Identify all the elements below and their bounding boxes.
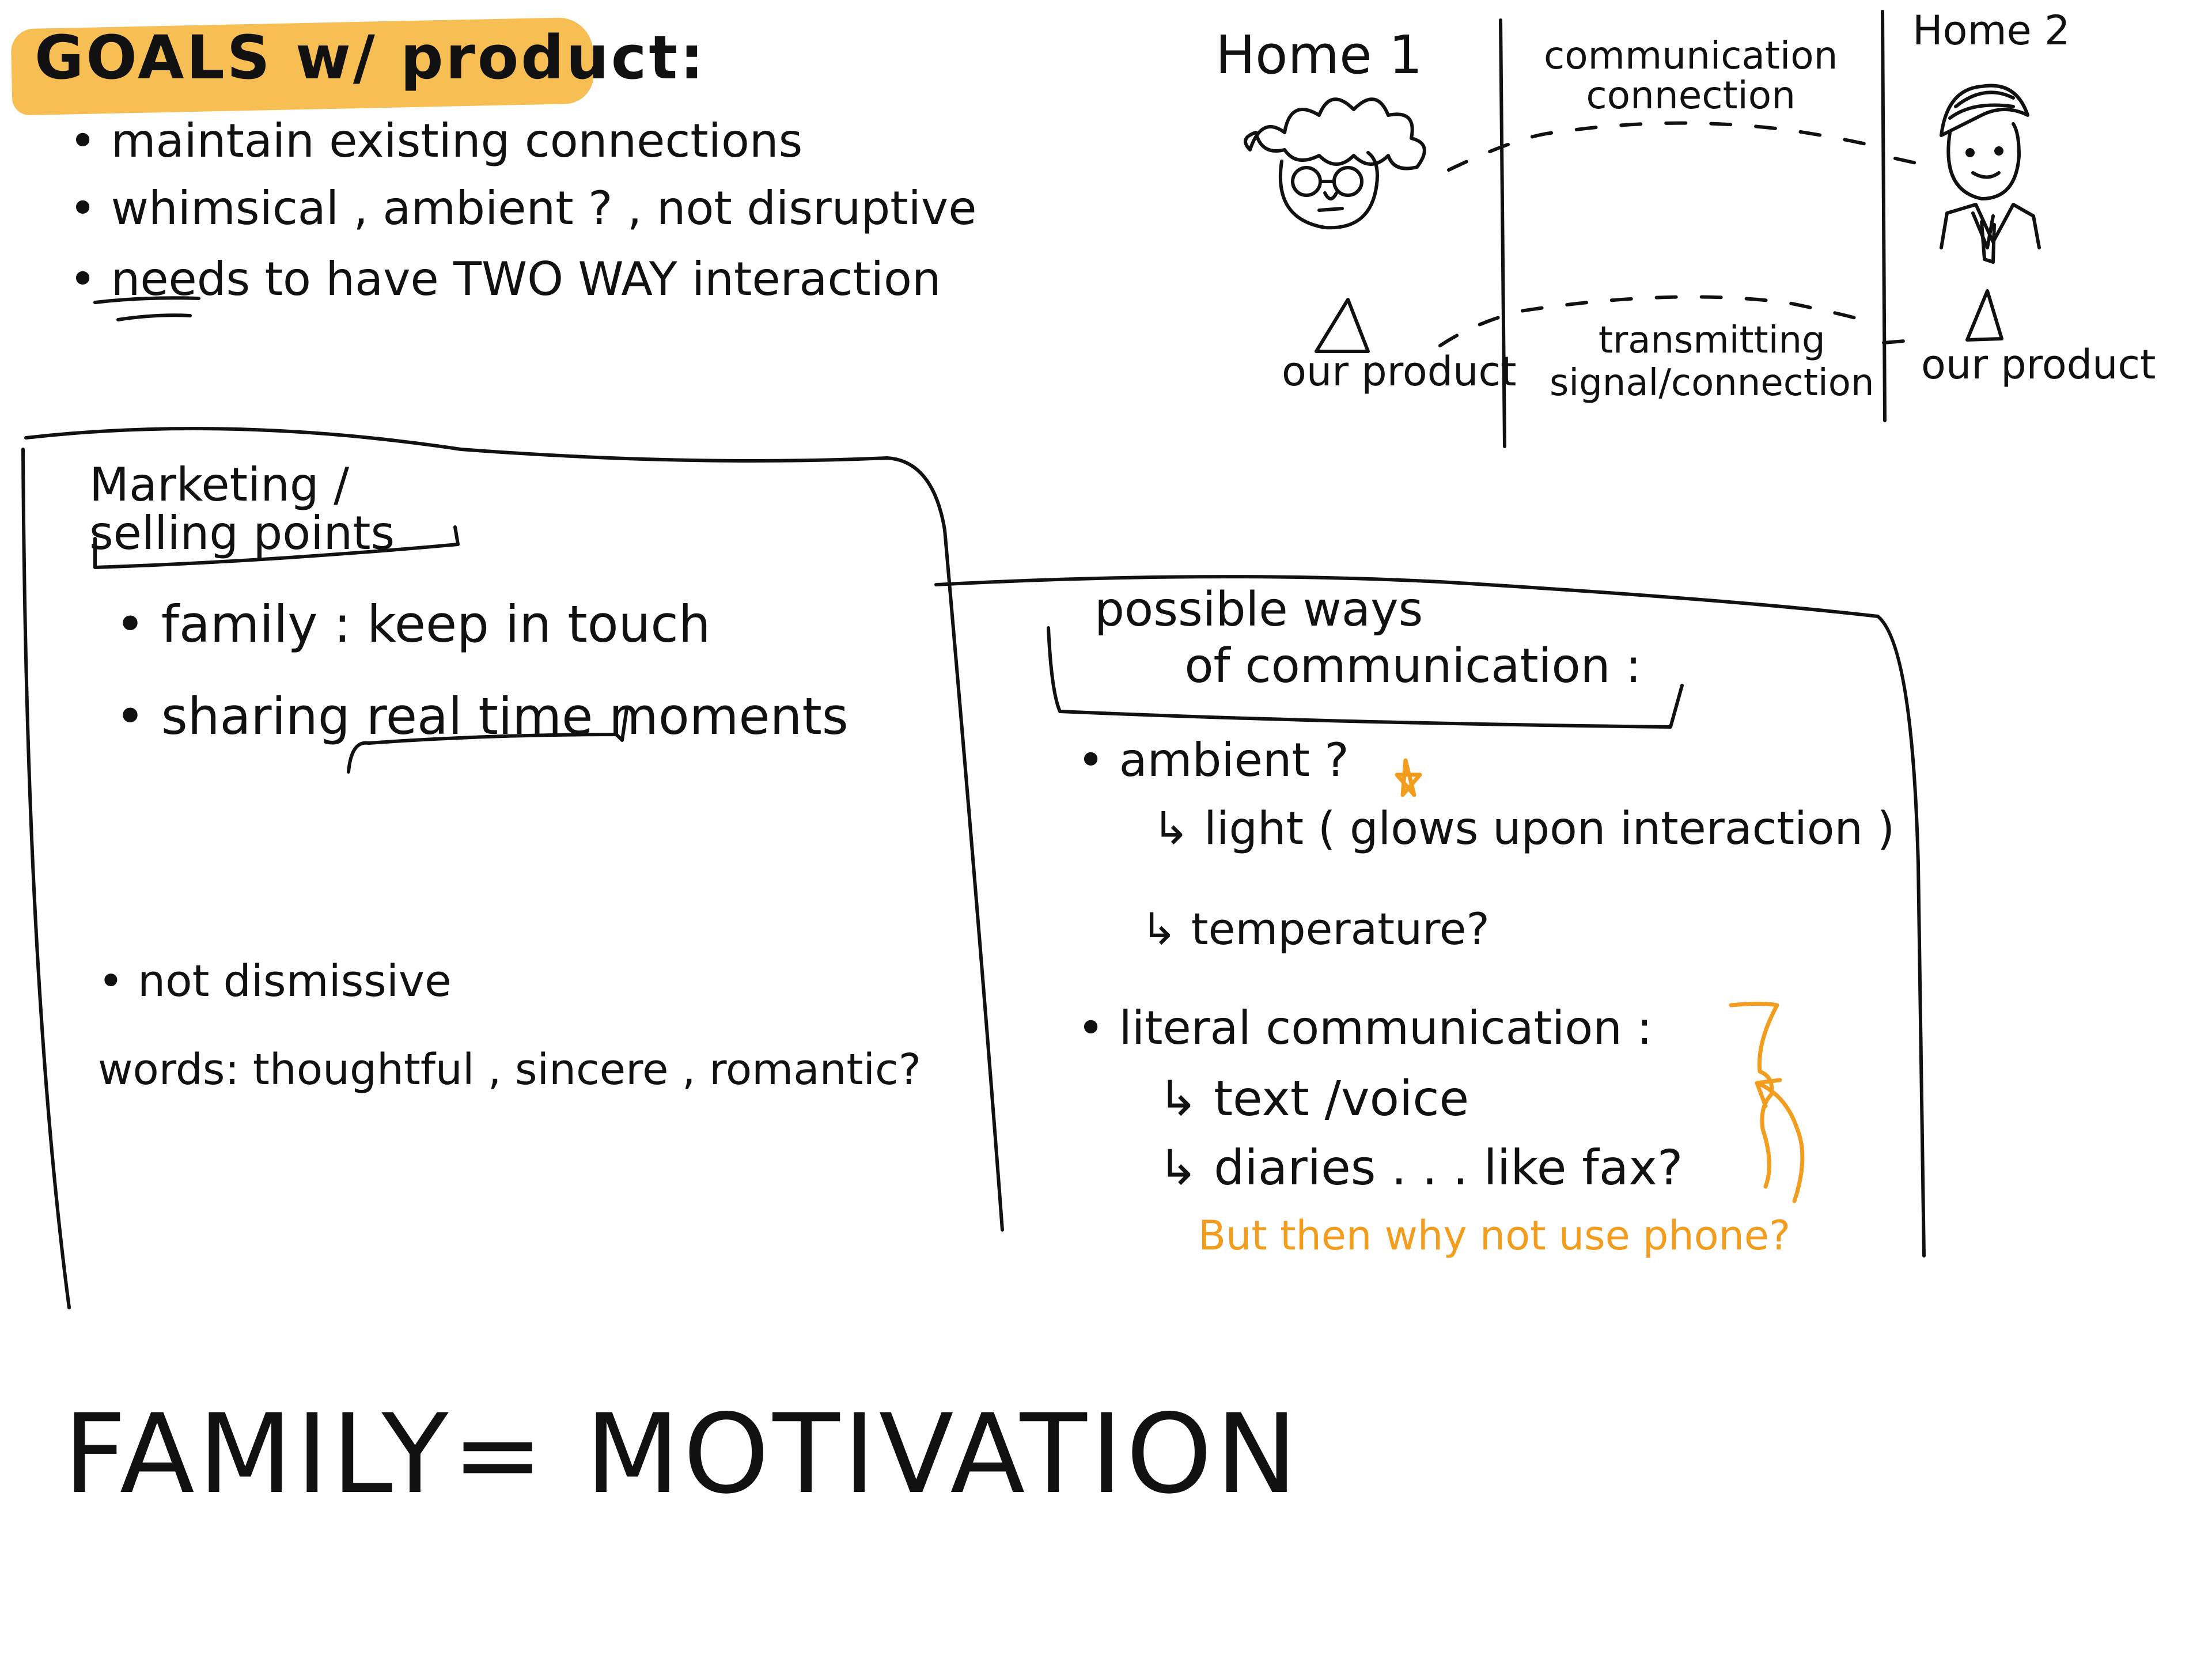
goals-title: GOALS w/ product: <box>35 22 706 93</box>
goal-item-whimsical: • whimsical , ambient ? , not disruptive <box>69 181 977 235</box>
transmitting-signal-label: transmitting signal/connection <box>1550 319 1874 404</box>
marketing-item-not-dismissive: • not dismissive <box>98 955 452 1006</box>
goal-item-maintain-connections: • maintain existing connections <box>69 114 803 168</box>
way-ambient-temperature: ↳ temperature? <box>1141 903 1490 955</box>
family-motivation-headline: FAMILY= MOTIVATION <box>63 1391 1301 1518</box>
marketing-box <box>21 427 1004 1309</box>
divider-right <box>1881 10 1887 422</box>
person-short-hair-tie-icon <box>1940 84 2041 264</box>
goal-item-two-way: • needs to have TWO WAY interaction <box>69 252 941 306</box>
triangle-product-icon <box>1315 298 1370 353</box>
communication-dash-top <box>1447 121 1880 172</box>
our-product-left-label: our product <box>1282 348 1517 395</box>
way-ambient-light: ↳ light ( glows upon interaction ) <box>1152 803 1895 855</box>
orange-note-why-not-phone: But then why not use phone? <box>1198 1212 1791 1259</box>
person-curly-hair-glasses-icon <box>1244 97 1426 230</box>
home-2-label: Home 2 <box>1912 7 2070 54</box>
way-ambient: • ambient ? <box>1077 733 1349 787</box>
way-literal-diaries: ↳ diaries . . . like fax? <box>1158 1139 1683 1196</box>
marketing-title: Marketing / selling points <box>89 458 395 560</box>
orange-bracket <box>1729 1002 1779 1189</box>
marketing-item-words: words: thoughtful , sincere , romantic? <box>98 1045 922 1094</box>
star-icon <box>1395 758 1422 797</box>
marketing-item-family: • family : keep in touch <box>115 594 711 654</box>
our-product-right-label: our product <box>1921 341 2156 388</box>
way-literal: • literal communication : <box>1077 1001 1653 1055</box>
home-1-label: Home 1 <box>1215 24 1423 86</box>
orange-arrow <box>1755 1078 1805 1203</box>
communication-connection-label: communication connection <box>1544 33 1838 118</box>
triangle-product-icon <box>1965 289 2003 342</box>
way-literal-text-voice: ↳ text /voice <box>1158 1070 1469 1127</box>
ways-title: possible ways of communication : <box>1094 582 1642 694</box>
marketing-item-sharing: • sharing real time moments <box>115 687 849 746</box>
